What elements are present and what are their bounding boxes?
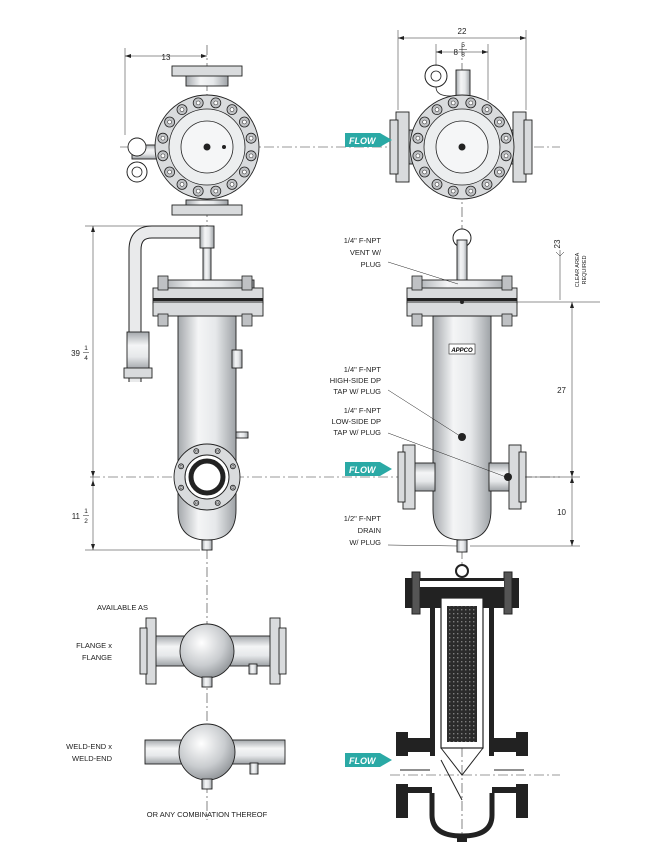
dim-nozzle-height: 27 — [557, 386, 566, 395]
combination-footer: OR ANY COMBINATION THEREOF — [147, 810, 268, 819]
bolt-hole-center — [160, 153, 166, 159]
clear-area-label-2: REQUIRED — [582, 255, 588, 284]
dim-bottom-whole: 11 — [72, 512, 81, 521]
bolt-hole-center — [179, 107, 185, 112]
bolt-hole-center — [248, 153, 254, 159]
bolt-hole-center — [415, 135, 421, 141]
left-elevation-view: 39 1 4 11 1 2 — [71, 225, 264, 551]
dim-drain-height: 10 — [557, 508, 566, 517]
svg-text:DRAIN: DRAIN — [358, 526, 381, 535]
bolt-hole-center — [503, 135, 509, 141]
available-as-options: AVAILABLE AS FLANGE x FLANGE WELD-END x … — [66, 603, 287, 819]
bolt-hole-center — [231, 486, 235, 489]
bolt-hole-center — [160, 135, 166, 141]
bolt-hole-center — [422, 169, 427, 175]
svg-text:VENT W/: VENT W/ — [350, 248, 382, 257]
bolt-hole-center — [497, 119, 502, 125]
svg-text:1/2" F-NPT: 1/2" F-NPT — [344, 514, 382, 523]
bolt-circle-right — [412, 97, 512, 197]
bolt-hole-center — [229, 182, 235, 187]
right-elevation-view: APPCO 27 10 23 CLEAR AREA REQUIRED — [387, 228, 600, 553]
dim-offset-whole: 8 — [454, 48, 459, 57]
dim-bottom-num: 1 — [84, 508, 88, 515]
svg-text:FLANGE: FLANGE — [82, 653, 112, 662]
svg-text:FLOW: FLOW — [349, 756, 377, 766]
svg-text:FLOW: FLOW — [349, 465, 377, 475]
dim-clear-area: 23 — [553, 239, 562, 248]
bolt-hole-center — [195, 100, 201, 106]
dim-offset-den: 8 — [461, 52, 465, 59]
svg-text:LOW-SIDE DP: LOW-SIDE DP — [332, 417, 381, 426]
bolt-circle-left — [157, 97, 257, 197]
bolt-hole-center — [503, 153, 509, 159]
svg-text:WELD-END: WELD-END — [72, 754, 113, 763]
bolt-hole-center — [450, 188, 456, 194]
bolt-hole-center — [468, 100, 474, 106]
available-as-label: AVAILABLE AS — [97, 603, 148, 612]
nozzle-bolts-left — [178, 448, 236, 506]
bolt-hole-center — [415, 153, 421, 159]
brand-plate: APPCO — [450, 348, 473, 354]
top-left-plan-view: 13 — [124, 48, 260, 216]
clear-area-label-1: CLEAR AREA — [575, 252, 581, 287]
svg-text:FLANGE x: FLANGE x — [76, 641, 112, 650]
bolt-hole-center — [179, 182, 185, 187]
callout-high-side-dp: 1/4" F-NPT HIGH-SIDE DP TAP W/ PLUG — [330, 365, 382, 396]
svg-text:TAP W/ PLUG: TAP W/ PLUG — [333, 387, 381, 396]
svg-text:FLOW: FLOW — [349, 136, 377, 146]
svg-text:1/4" F-NPT: 1/4" F-NPT — [344, 236, 382, 245]
dim-height-whole: 39 — [71, 349, 80, 358]
bolt-hole-center — [195, 449, 198, 453]
bolt-hole-center — [242, 119, 247, 125]
dim-top-offset: 13 — [162, 53, 171, 62]
bolt-hole-center — [248, 135, 254, 141]
dim-height-den: 4 — [84, 355, 88, 362]
bolt-hole-center — [216, 501, 219, 505]
cutaway-section-view — [396, 564, 528, 842]
bolt-hole-center — [213, 100, 219, 106]
bolt-hole-center — [195, 188, 201, 194]
callout-vent: 1/4" F-NPT VENT W/ PLUG — [344, 236, 382, 269]
top-right-plan-view: 22 8 5 8 — [389, 27, 533, 200]
callout-drain: 1/2" F-NPT DRAIN W/ PLUG — [344, 514, 382, 547]
bolt-hole-center — [468, 188, 474, 194]
flow-arrow-middle: FLOW — [345, 462, 392, 476]
svg-text:1/4" F-NPT: 1/4" F-NPT — [344, 365, 382, 374]
flange-by-flange-variant: FLANGE x FLANGE — [76, 617, 287, 688]
cover-bolts-left — [157, 275, 253, 327]
bolt-hole-center — [434, 107, 440, 112]
bolt-hole-center — [229, 107, 235, 112]
svg-text:1/4" F-NPT: 1/4" F-NPT — [344, 406, 382, 415]
dim-overall-width: 22 — [458, 27, 467, 36]
dim-height-num: 1 — [84, 345, 88, 352]
bolt-hole-center — [195, 501, 198, 505]
bolt-hole-center — [231, 465, 235, 468]
bolt-hole-center — [216, 449, 219, 453]
bolt-hole-center — [450, 100, 456, 106]
bolt-hole-center — [497, 169, 502, 175]
svg-text:WELD-END x: WELD-END x — [66, 742, 112, 751]
callout-low-side-dp: 1/4" F-NPT LOW-SIDE DP TAP W/ PLUG — [332, 406, 382, 437]
bolt-hole-center — [167, 119, 172, 125]
weld-by-weld-variant: WELD-END x WELD-END — [66, 723, 286, 790]
flow-arrow-top: FLOW — [345, 133, 392, 147]
flow-arrow-bottom: FLOW — [345, 753, 392, 767]
bolt-hole-center — [434, 182, 440, 187]
bolt-hole-center — [179, 465, 183, 468]
svg-text:TAP W/ PLUG: TAP W/ PLUG — [333, 428, 381, 437]
bolt-hole-center — [179, 486, 183, 489]
bolt-hole-center — [484, 182, 490, 187]
svg-text:HIGH-SIDE DP: HIGH-SIDE DP — [330, 376, 381, 385]
bolt-hole-center — [242, 169, 247, 175]
dim-bottom-den: 2 — [84, 518, 88, 525]
svg-text:W/ PLUG: W/ PLUG — [349, 538, 381, 547]
bolt-hole-center — [422, 119, 427, 125]
bolt-hole-center — [484, 107, 490, 112]
svg-text:PLUG: PLUG — [361, 260, 382, 269]
bolt-hole-center — [167, 169, 172, 175]
dim-offset-num: 5 — [461, 42, 465, 49]
bolt-hole-center — [213, 188, 219, 194]
